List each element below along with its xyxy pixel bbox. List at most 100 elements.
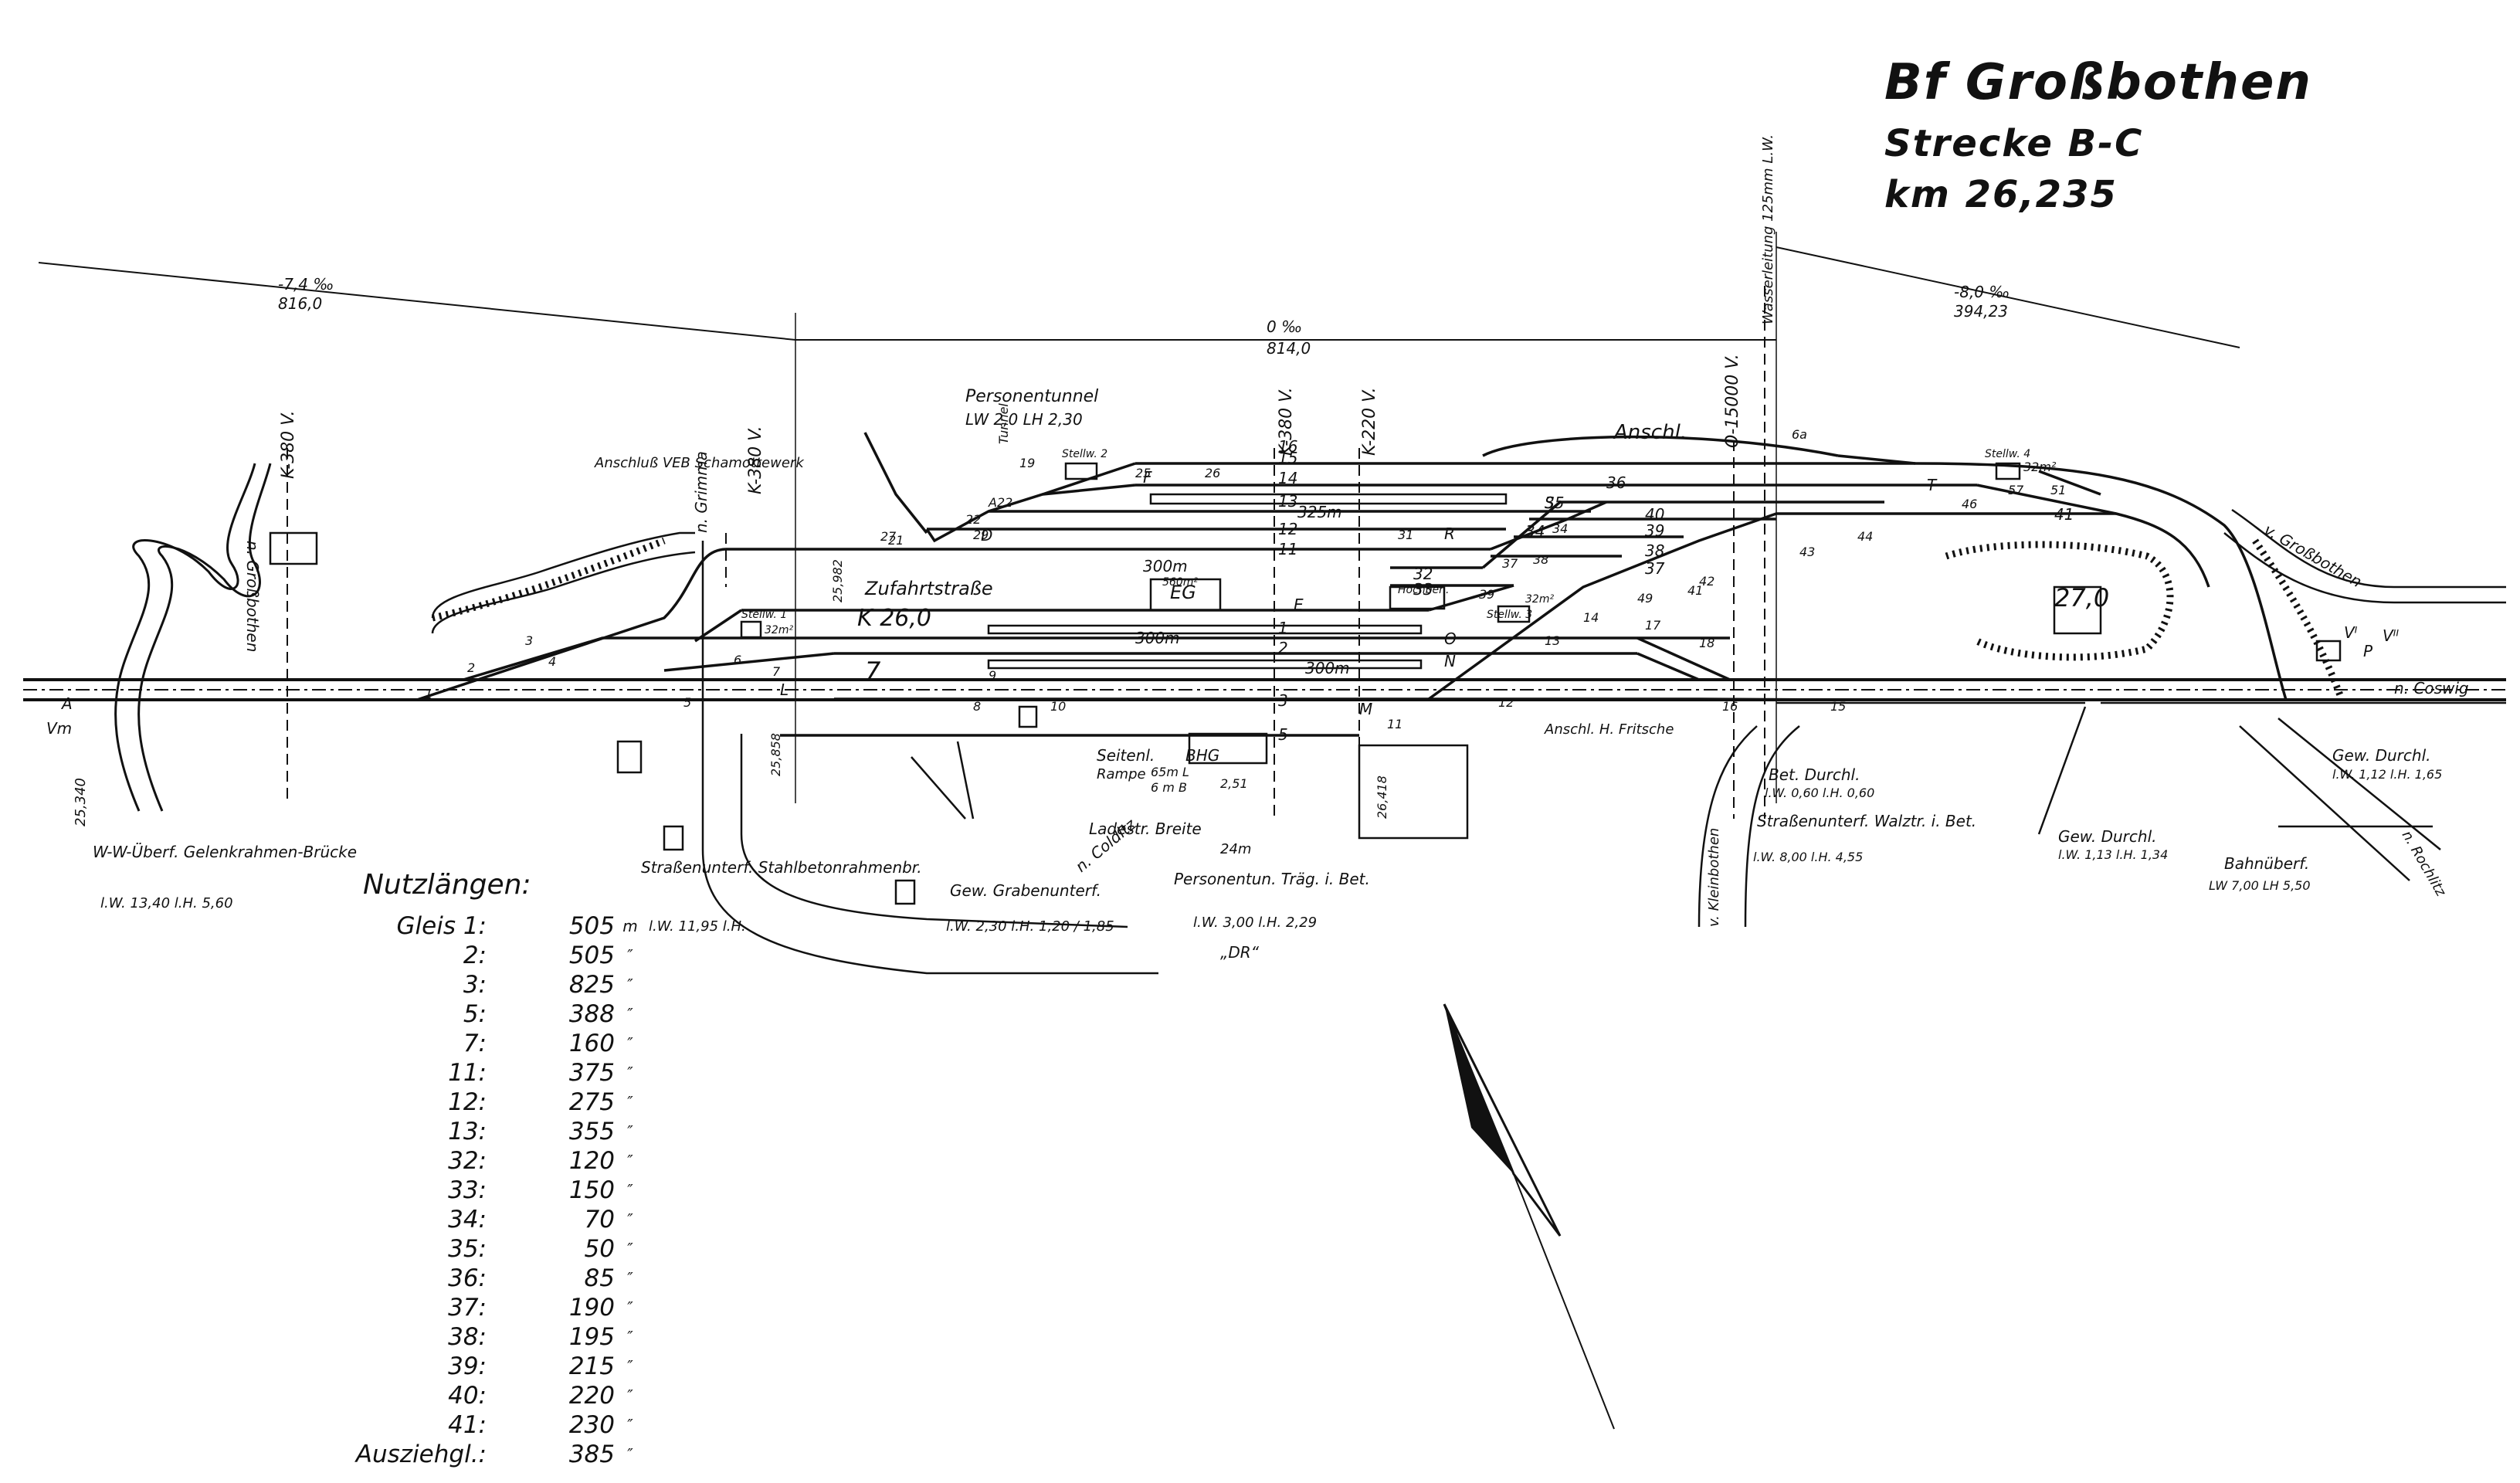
building-26418: [1358, 744, 1469, 840]
structure-2-name: Straßenunterf. Stahlbetonrahmenbr.: [641, 858, 922, 877]
switch-6: 6: [734, 653, 741, 667]
building-eg-area: 560m²: [1162, 576, 1198, 589]
anschl-label: Anschl.: [1613, 421, 1687, 444]
length-track: 40:: [448, 1382, 487, 1410]
length-value: 505: [568, 942, 615, 969]
track-label-39: 39: [1645, 521, 1664, 540]
ladestr-label: Ladestr. Breite: [1089, 820, 1202, 838]
structure-captions: W-W-Überf. Gelenkrahmen-Brücke l.W. 13,4…: [93, 746, 2442, 962]
length-row: 32:120″: [355, 1146, 646, 1176]
switch-7: 7: [772, 664, 781, 679]
building-eg: [1149, 578, 1222, 612]
length-track: 3:: [463, 971, 487, 999]
signal-o: O: [1444, 630, 1457, 648]
length-track: 34:: [448, 1206, 487, 1234]
cable-label-4: K-220 V.: [1360, 387, 1379, 456]
track-label-13: 13: [1278, 492, 1297, 511]
length-row: 33:150″: [355, 1176, 646, 1205]
switch-12: 12: [1498, 695, 1514, 710]
dir-grimma: n. Grimma: [692, 451, 711, 533]
structure-1-dims: l.W. 13,40 l.H. 5,60: [100, 895, 233, 911]
dir-rochlitz: n. Rochlitz: [2399, 828, 2450, 900]
track-46-curve: [1976, 484, 2210, 588]
switch-labels: 1 2 3 4 5 6 7 8 9 10 11 12 13 14 15 16 1…: [425, 427, 2066, 731]
length-label-3: 300m: [1135, 629, 1180, 647]
length-value: 275: [568, 1088, 615, 1116]
cable-label-6: Wasserleitung 125mm L.W.: [1760, 134, 1776, 324]
rampe-label: Rampe: [1097, 766, 1146, 782]
tunnel-label: Personentunnel: [965, 387, 1098, 406]
length-row: 13:355″: [355, 1117, 646, 1146]
road-rochlitz-2: [2277, 718, 2441, 850]
roads: [431, 508, 2506, 975]
length-row: 5:388″: [355, 999, 646, 1029]
track-label-3: 3: [1278, 691, 1288, 710]
building-stellw4-area: 32m²: [2023, 460, 2057, 474]
km-25858: 25,858: [768, 733, 783, 776]
switch-22: 22: [965, 512, 981, 527]
length-value: 388: [568, 1000, 615, 1028]
length-track: Gleis 1:: [396, 912, 487, 940]
track-label-36: 36: [1606, 473, 1626, 492]
cable-label-3: K-380 V.: [1277, 387, 1296, 456]
ladestr-width: 24m: [1220, 841, 1251, 857]
dir-coswig: n. Coswig: [2394, 679, 2469, 697]
switch-51: 51: [2050, 483, 2066, 497]
road-kleinbothen-1: [1698, 725, 1758, 928]
building-east: [2315, 640, 2342, 662]
switch-3: 3: [525, 633, 533, 648]
building-colditz: [894, 879, 916, 905]
building-stellw3: [1497, 605, 1531, 623]
length-track: Ausziehgl.:: [355, 1441, 487, 1468]
km-title: km 26,235: [1884, 173, 2118, 216]
length-value: 70: [584, 1206, 615, 1234]
length-unit: m: [622, 917, 638, 935]
station-title: Bf Großbothen: [1884, 54, 2312, 111]
length-row: 11:375″: [355, 1058, 646, 1088]
graben-1: [956, 741, 975, 820]
length-value: 195: [568, 1323, 615, 1351]
length-row: 34:70″: [355, 1205, 646, 1234]
length-unit: ″: [627, 1034, 633, 1053]
structure-4-name: Personentun. Träg. i. Bet.: [1174, 870, 1370, 888]
dir-grossbothen-west: n. Großbothen: [243, 541, 262, 652]
seitenl-label: Seitenl.: [1097, 746, 1155, 765]
cable-label-5: O-15000 V.: [1723, 354, 1742, 448]
connector-12-14: [925, 484, 1136, 543]
track-number-labels: 1 2 3 5 7 11 12 13 14 15 16 32 33 34 35 …: [865, 437, 2074, 744]
track-label-2: 2: [1278, 639, 1288, 657]
switch-34: 34: [1552, 521, 1568, 536]
switch-29: 29: [973, 528, 989, 542]
graben-2: [911, 756, 966, 820]
track-label-1: 1: [1278, 619, 1288, 637]
track-label-7: 7: [865, 657, 881, 686]
structure-4-owner: „DR“: [1220, 943, 1260, 962]
road-grossbothen-2: [2223, 532, 2506, 604]
structure-9-dims: l.W. 1,12 l.H. 1,65: [2332, 767, 2442, 782]
structure-3-dims: l.W. 2,30 l.H. 1,20 / 1,85: [946, 918, 1114, 935]
length-row: 12:275″: [355, 1088, 646, 1117]
gradient-slope-2: 0 ‰: [1267, 317, 1302, 336]
length-row: 41:230″: [355, 1410, 646, 1440]
building-stellw2: [1064, 462, 1098, 480]
length-row: 37:190″: [355, 1293, 646, 1322]
track-label-15: 15: [1278, 449, 1297, 467]
building-27: [2053, 585, 2102, 635]
length-value: 120: [568, 1147, 615, 1175]
connector-51: [2038, 470, 2101, 496]
dir-kleinbothen: v. Kleinbothen: [1706, 828, 1722, 927]
building-rampe: [1188, 732, 1268, 765]
track-label-12: 12: [1278, 520, 1297, 538]
connector-diagonal-east: [1427, 512, 1777, 701]
rampe-dims-a: 65m L: [1151, 765, 1189, 779]
river-line-2: [137, 463, 272, 812]
length-track: 12:: [448, 1088, 487, 1116]
rampe-height: 2,51: [1220, 776, 1248, 791]
line-title: Strecke B-C: [1884, 122, 2144, 165]
road-grimma-2: [431, 551, 696, 634]
km-26-marker: K 26,0: [857, 605, 931, 632]
anschluss-siding: [1482, 435, 1839, 457]
connector-33: [1428, 584, 1514, 612]
